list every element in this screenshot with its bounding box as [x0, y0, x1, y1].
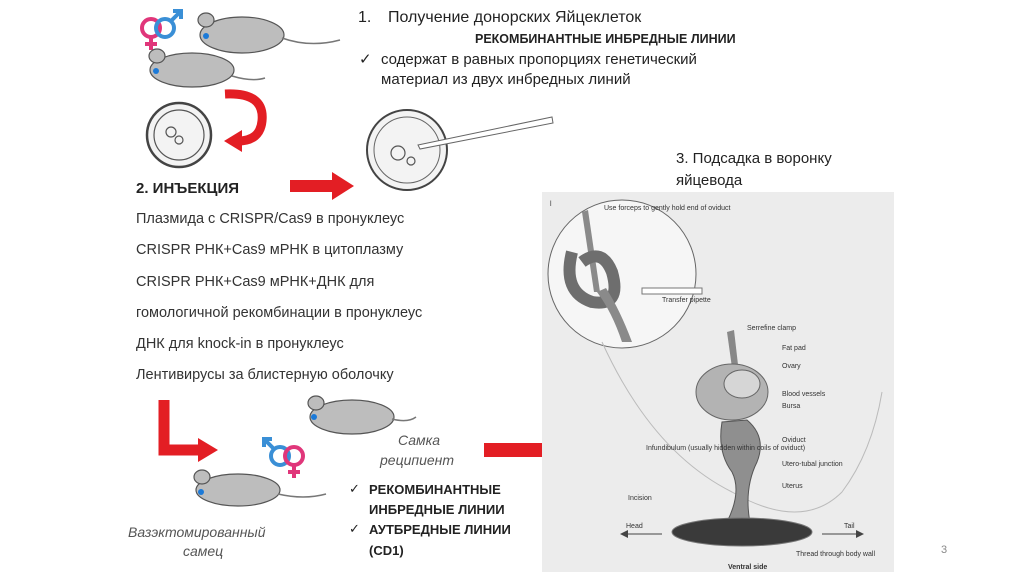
step3-title-1: 3. Подсадка в воронку — [676, 150, 832, 167]
curved-arrow-icon — [224, 89, 267, 152]
diagram-label-oviduct: Oviduct — [782, 437, 806, 444]
diagram-label-ovary: Ovary — [782, 363, 801, 370]
step1-check-line1: содержат в равных пропорциях генетически… — [381, 51, 697, 68]
step1-number: 1. — [358, 9, 372, 26]
diagram-label-incision: Incision — [628, 495, 652, 502]
check-icon: ✓ — [349, 481, 360, 496]
egg-cell-injection — [366, 109, 554, 191]
lines-item2-line2: (CD1) — [369, 543, 404, 558]
male-symbol-icon — [262, 437, 291, 467]
diagram-panel-label: l — [550, 201, 552, 208]
right-arrow-icon — [290, 172, 354, 200]
diagram-label-fatpad: Fat pad — [782, 345, 806, 352]
diagram-label-thread: Thread through body wall — [796, 551, 875, 558]
step2-item: CRISPR РНК+Cas9 мРНК+ДНК для — [136, 274, 375, 290]
recipient-label-2: реципиент — [380, 452, 455, 468]
step3-title-2: яйцевода — [676, 172, 743, 189]
female-symbol-icon — [140, 17, 162, 50]
egg-cell-left — [145, 101, 213, 169]
diagram-label-head: Head — [626, 523, 643, 530]
step1-title: Получение донорских Яйцеклеток — [388, 9, 642, 26]
step2-item: Лентивирусы за блистерную оболочку — [136, 367, 394, 383]
recipient-label-1: Самка — [398, 432, 441, 448]
step1-check-line2: материал из двух инбредных линий — [381, 71, 631, 88]
step2-item: CRISPR РНК+Cas9 мРНК в цитоплазму — [136, 242, 404, 258]
step2-item: гомологичной рекомбинации в пронуклеус — [136, 305, 423, 321]
mouse-top-2 — [148, 48, 266, 88]
diagram-label-pipette: Transfer pipette — [662, 297, 711, 304]
lines-item1-line2: ИНБРЕДНЫЕ ЛИНИИ — [369, 502, 505, 517]
male-symbol-icon — [154, 9, 183, 39]
mouse-male — [193, 469, 327, 507]
diagram-label-infundibulum: Infundibulum (usually hidden within coil… — [646, 445, 805, 452]
step2-title: 2. ИНЪЕКЦИЯ — [136, 180, 240, 197]
pipette-icon — [641, 287, 703, 295]
oviduct-transfer-diagram: l Use forceps to gently hold end of ovid… — [542, 192, 894, 572]
lines-item1-line1: РЕКОМБИНАНТНЫЕ — [369, 482, 501, 497]
female-symbol-icon — [283, 445, 305, 478]
lines-item2-line1: АУТБРЕДНЫЕ ЛИНИИ — [369, 522, 511, 537]
diagram-label-tail: Tail — [844, 523, 855, 530]
step2-item: ДНК для knock-in в пронуклеус — [136, 336, 344, 352]
l-arrow-icon — [158, 400, 218, 462]
gender-symbols-top — [140, 9, 183, 50]
mouse-recipient — [307, 395, 417, 435]
diagram-label-clamp: Serrefine clamp — [747, 325, 796, 332]
diagram-label-bursa: Bursa — [782, 403, 800, 410]
diagram-label-vessels: Blood vessels — [782, 391, 826, 398]
check-icon: ✓ — [349, 521, 360, 536]
slide-number: 3 — [941, 544, 948, 556]
check-icon: ✓ — [359, 51, 372, 68]
mouse-top-1 — [197, 12, 341, 54]
gender-symbols-bottom — [262, 437, 305, 478]
diagram-label-ventral: Ventral side — [728, 564, 767, 571]
male-label-2: самец — [183, 543, 224, 559]
diagram-label-uterus: Uterus — [782, 483, 803, 490]
step1-subtitle: РЕКОМБИНАНТНЫЕ ИНБРЕДНЫЕ ЛИНИИ — [475, 32, 736, 46]
diagram-label-forceps: Use forceps to gently hold end of oviduc… — [604, 205, 731, 212]
step2-item: Плазмида с CRISPR/Cas9 в пронуклеус — [136, 211, 405, 227]
male-label-1: Вазэктомированный — [128, 524, 266, 540]
diagram-label-junction: Utero-tubal junction — [782, 461, 843, 468]
